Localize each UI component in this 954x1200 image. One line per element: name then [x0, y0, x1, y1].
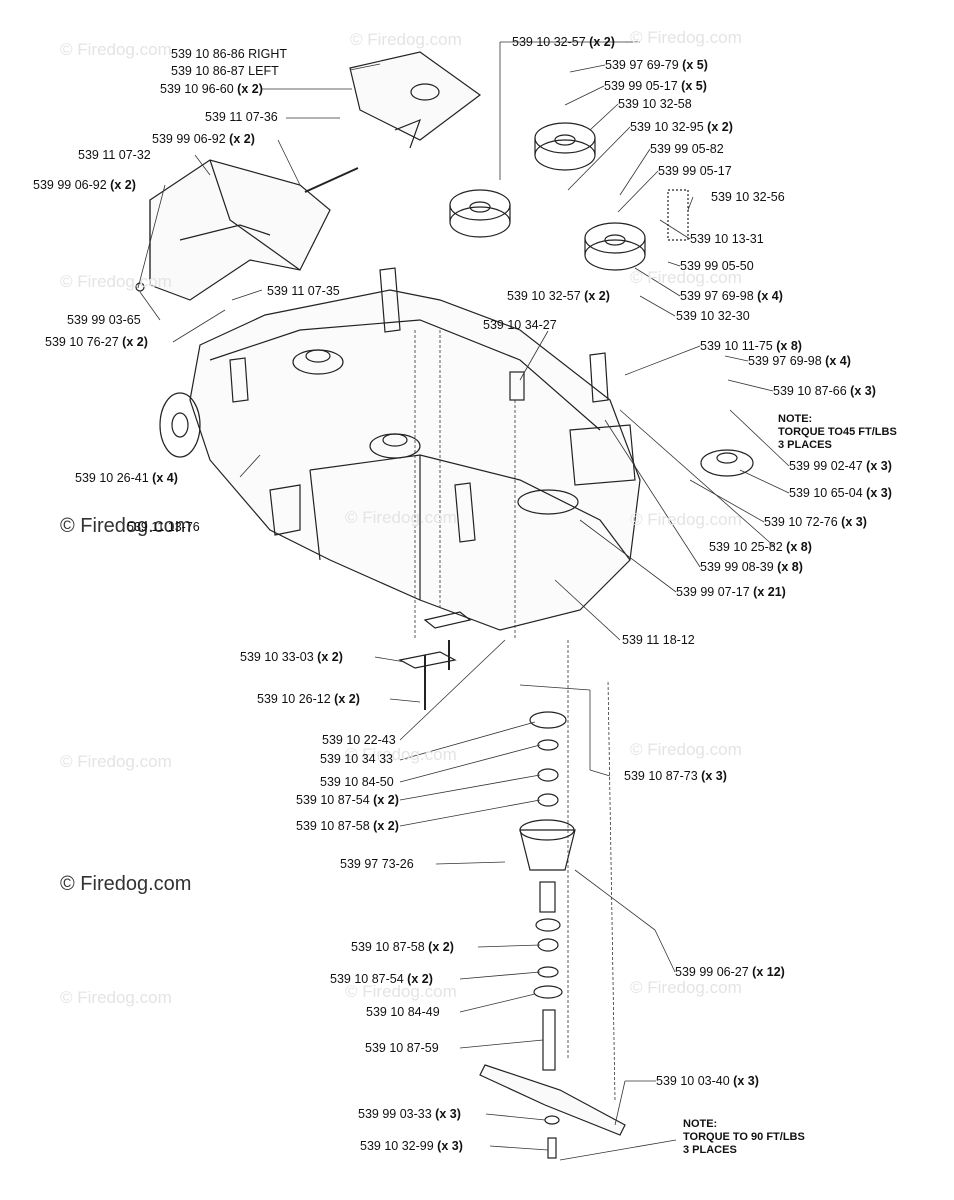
part-label: 539 99 06-92 (x 2): [33, 178, 136, 192]
part-label: 539 11 07-32: [78, 148, 151, 162]
part-label: 539 11 07-35: [267, 284, 340, 298]
part-label: 539 10 32-95 (x 2): [630, 120, 733, 134]
part-label: 539 99 05-17: [658, 164, 732, 178]
leader-lines: [137, 41, 790, 1161]
part-label: 539 99 05-82: [650, 142, 724, 156]
part-label: 539 10 84-49: [366, 1005, 440, 1019]
part-label: 539 10 86-86 RIGHT: [171, 47, 288, 61]
part-label: 539 10 96-60 (x 2): [160, 82, 263, 96]
part-label: 539 10 87-73 (x 3): [624, 769, 727, 783]
part-label: 539 10 32-57 (x 2): [512, 35, 615, 49]
note-heading: NOTE:: [778, 413, 813, 425]
part-label: 539 10 25-82 (x 8): [709, 540, 812, 554]
part-label: 539 10 76-27 (x 2): [45, 335, 148, 349]
part-label: 539 10 87-58 (x 2): [351, 940, 454, 954]
part-label: 539 99 05-17 (x 5): [604, 79, 707, 93]
watermark: © Firedog.com: [60, 988, 172, 1007]
part-label: 539 97 69-98 (x 4): [748, 354, 851, 368]
part-label: 539 99 06-27 (x 12): [675, 965, 785, 979]
part-label: 539 99 03-65: [67, 313, 141, 327]
watermark: © Firedog.com: [630, 740, 742, 759]
part-label: 539 10 86-87 LEFT: [171, 64, 279, 78]
part-label: 539 10 33-03 (x 2): [240, 650, 343, 664]
part-label: 539 10 32-58: [618, 97, 692, 111]
watermark: © Firedog.com: [345, 508, 457, 527]
part-label: 539 10 87-58 (x 2): [296, 819, 399, 833]
watermark: © Firedog.com: [60, 272, 172, 291]
part-label: 539 10 34 33: [320, 752, 393, 766]
watermark: © Firedog.com: [630, 268, 742, 287]
watermark: © Firedog.com: [60, 40, 172, 59]
part-label: 539 97 73-26: [340, 857, 414, 871]
part-label: 539 10 11-75 (x 8): [700, 339, 802, 353]
part-label: 539 10 87-66 (x 3): [773, 384, 876, 398]
part-label: 539 10 87-59: [365, 1041, 439, 1055]
note-text: 3 PLACES: [778, 439, 832, 451]
part-label: 539 10 65-04 (x 3): [789, 486, 892, 500]
watermark: © Firedog.com: [630, 978, 742, 997]
part-label: 539 10 87-54 (x 2): [296, 793, 399, 807]
deck-bolts-drawing: [398, 371, 525, 710]
part-label: 539 11 13-76: [127, 520, 200, 534]
part-label: 539 10 26-12 (x 2): [257, 692, 360, 706]
part-label: 539 97 69-98 (x 4): [680, 289, 783, 303]
part-label: 539 11 18-12: [622, 633, 695, 647]
part-label: 539 10 32-56: [711, 190, 785, 204]
watermark: © Firedog.com: [350, 30, 462, 49]
part-label: 539 99 03-33 (x 3): [358, 1107, 461, 1121]
part-label: 539 10 22-43: [322, 733, 396, 747]
watermark-dark: © Firedog.com: [60, 515, 192, 537]
watermark: © Firedog.com: [345, 982, 457, 1001]
part-label: 539 10 32-99 (x 3): [360, 1139, 463, 1153]
note-text: TORQUE TO45 FT/LBS: [778, 426, 897, 438]
part-label: 539 99 05-50: [680, 259, 754, 273]
note-text: TORQUE TO 90 FT/LBS: [683, 1131, 805, 1143]
watermark: © Firedog.com: [345, 745, 457, 764]
part-label: 539 10 32-30: [676, 309, 750, 323]
part-label: 539 10 32-57 (x 2): [507, 289, 610, 303]
idler-pulleys-drawing: [449, 122, 754, 477]
part-label: 539 99 02-47 (x 3): [789, 459, 892, 473]
part-label: 539 10 03-40 (x 3): [656, 1074, 759, 1088]
note-text: 3 PLACES: [683, 1144, 737, 1156]
part-label: 539 99 08-39 (x 8): [700, 560, 803, 574]
part-label: 539 10 72-76 (x 3): [764, 515, 867, 529]
part-label: 539 10 34-27: [483, 318, 557, 332]
watermark: © Firedog.com: [630, 28, 742, 47]
belt-cover-drawing: [349, 51, 482, 149]
discharge-chute-drawing: [135, 159, 359, 301]
part-label: 539 10 13-31: [690, 232, 764, 246]
watermark: © Firedog.com: [630, 510, 742, 529]
deck-housing-drawing: [159, 267, 641, 631]
part-label: 539 10 26-41 (x 4): [75, 471, 178, 485]
spindle-assembly-drawing: [479, 711, 626, 1159]
watermark-dark: © Firedog.com: [60, 873, 192, 895]
part-label: 539 99 07-17 (x 21): [676, 585, 786, 599]
part-label: 539 11 07-36: [205, 110, 278, 124]
note-heading: NOTE:: [683, 1118, 718, 1130]
watermark: © Firedog.com: [60, 752, 172, 771]
part-label: 539 10 84-50: [320, 775, 394, 789]
part-label: 539 99 06-92 (x 2): [152, 132, 255, 146]
part-label: 539 10 87-54 (x 2): [330, 972, 433, 986]
part-label: 539 97 69-79 (x 5): [605, 58, 708, 72]
